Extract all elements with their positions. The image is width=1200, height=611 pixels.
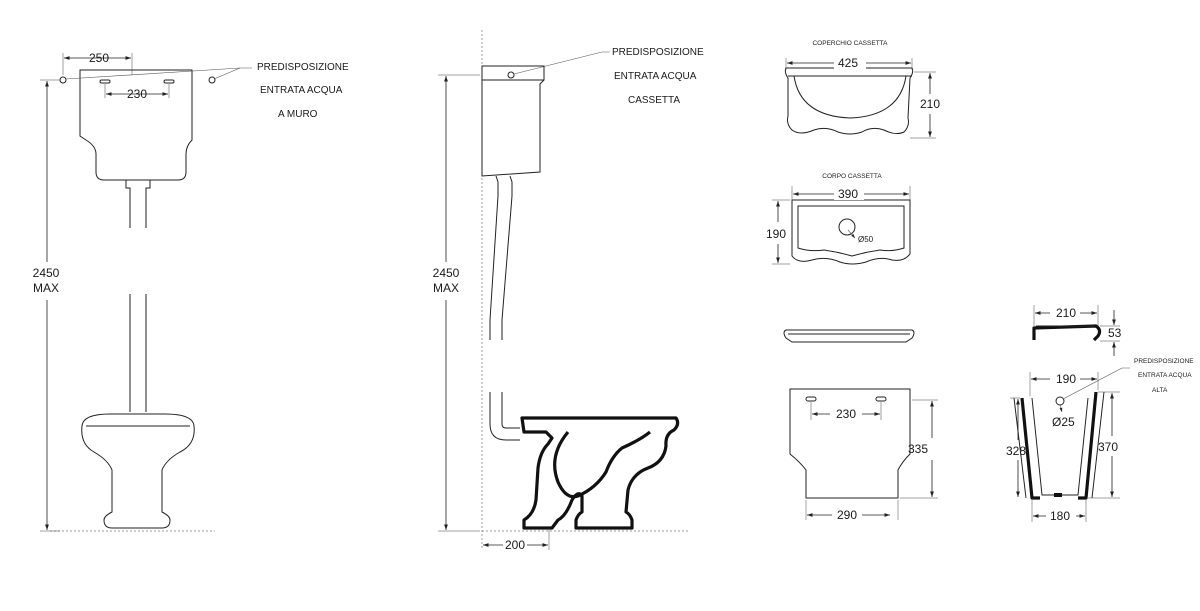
section-lid (1032, 324, 1102, 342)
section-tank-left-wall (1020, 397, 1040, 500)
section-note-line3: ALTA (1152, 387, 1168, 394)
body-hole (838, 218, 856, 236)
side-inlet (507, 71, 515, 79)
side-dim-200: 200 (505, 538, 525, 552)
tank-front-slot-right (875, 396, 887, 402)
section-hole (1055, 396, 1065, 406)
lid-title: COPERCHIO CASSETTA (812, 40, 888, 47)
tank-front-slot-left (805, 396, 817, 402)
section-dim-top: 190 (1056, 372, 1076, 386)
section-dim-lid-width: 210 (1056, 306, 1076, 320)
lid-dim-depth: 210 (920, 97, 940, 111)
tank-front-view: 230 335 290 (789, 388, 938, 522)
section-note-line1: PREDISPOSIZIONE (1134, 358, 1194, 365)
side-trap (553, 430, 651, 499)
front-pipe-lower (129, 294, 147, 412)
section-dim-outer: 370 (1098, 440, 1118, 454)
front-view: 250 230 PREDISPOSIZIONE ENTRATA ACQUA A … (33, 51, 349, 532)
tank-section-view: 210 53 PREDISPOSIZIONE ENTRATA ACQUA ALT… (1006, 305, 1194, 523)
body-inner (797, 205, 905, 257)
front-note-line1: PREDISPOSIZIONE (257, 62, 349, 73)
front-tank-slot-left (99, 79, 111, 84)
tank-front-dim-holes: 230 (836, 407, 856, 421)
front-pipe-upper (125, 180, 151, 228)
side-pipe-lower (489, 392, 520, 441)
side-bowl-section (520, 416, 680, 530)
side-note-line3: CASSETTA (628, 95, 680, 106)
front-tank-slot-right (163, 79, 175, 84)
tank-front-dim-height: 335 (908, 442, 928, 456)
section-drain (1054, 493, 1062, 497)
body-top-view: CORPO CASSETTA Ø50 390 190 (766, 173, 911, 265)
front-dim-height-unit: MAX (33, 281, 59, 295)
section-note-line2: ENTRATA ACQUA (1138, 372, 1192, 379)
tank-front-outline (789, 388, 911, 499)
body-title: CORPO CASSETTA (822, 173, 882, 180)
side-note-line1: PREDISPOSIZIONE (612, 47, 704, 58)
lid-front-elevation (783, 329, 915, 343)
front-note-line2: ENTRATA ACQUA (260, 85, 343, 96)
front-inlet-left (59, 76, 67, 84)
body-dim-width: 390 (838, 187, 858, 201)
section-dim-inner: 328 (1006, 444, 1026, 458)
body-dim-depth: 190 (766, 227, 786, 241)
front-note-line3: A MURO (278, 109, 318, 120)
side-dim-height-unit: MAX (433, 281, 459, 295)
body-hole-label: Ø50 (858, 235, 874, 244)
side-tank (481, 65, 545, 177)
section-hole-label: Ø25 (1052, 415, 1075, 429)
lid-top-view: COPERCHIO CASSETTA 425 210 (784, 40, 940, 139)
side-note-line2: ENTRATA ACQUA (614, 71, 697, 82)
front-dim-250: 250 (89, 51, 109, 65)
side-pipe (489, 175, 513, 340)
front-inlet-right (208, 76, 216, 84)
lid-outline (784, 67, 914, 135)
lid-dim-width: 425 (838, 56, 858, 70)
tank-front-dim-bottom: 290 (837, 508, 857, 522)
section-tank-right-wall (1078, 391, 1098, 500)
side-view: PREDISPOSIZIONE ENTRATA ACQUA CASSETTA 2… (433, 30, 704, 552)
side-dim-height: 2450 (433, 266, 460, 280)
section-dim-bottom: 180 (1050, 509, 1070, 523)
front-bowl (81, 413, 195, 529)
section-dim-lid-height: 53 (1108, 326, 1122, 340)
body-outline (791, 199, 911, 265)
front-dim-height: 2450 (33, 266, 60, 280)
lid-inner-arc (793, 75, 907, 119)
front-dim-230: 230 (127, 87, 147, 101)
front-tank (79, 69, 193, 181)
